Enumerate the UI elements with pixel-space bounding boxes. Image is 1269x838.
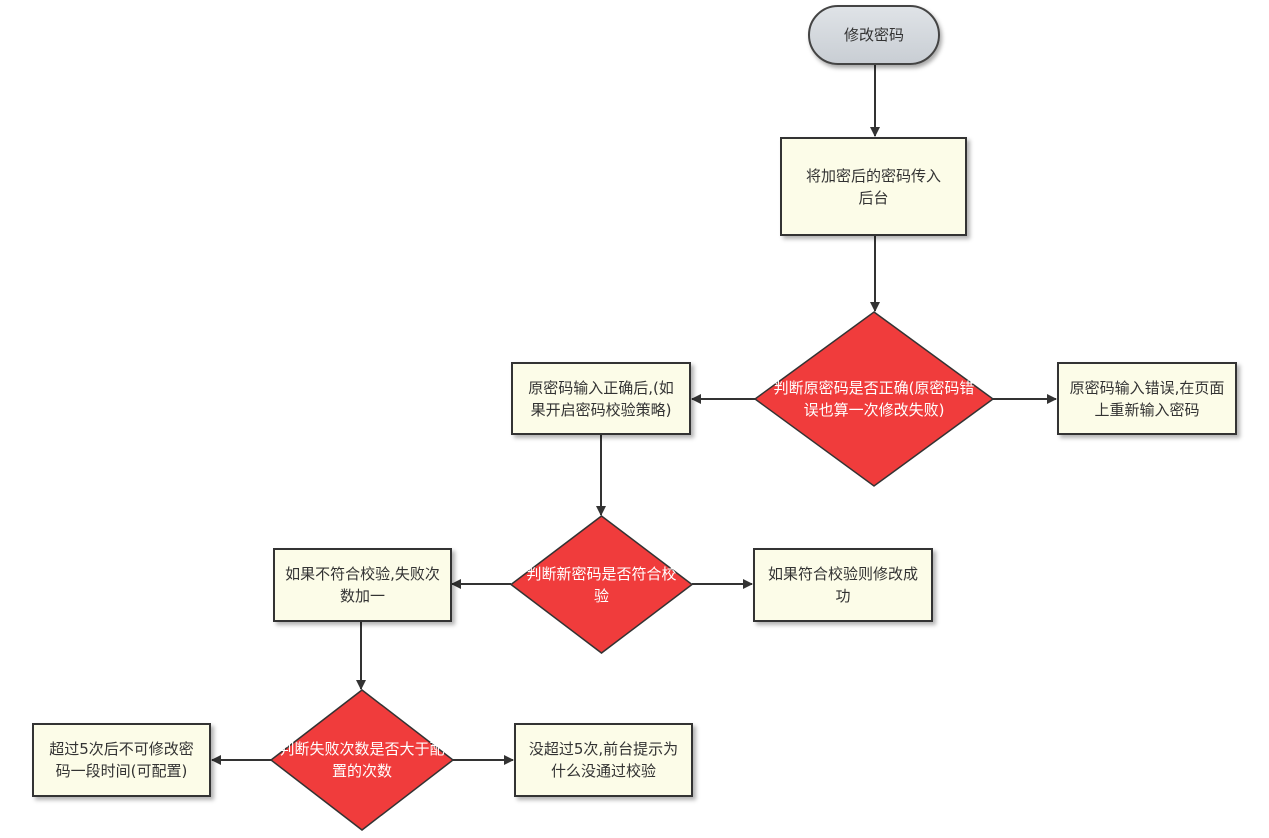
old-password-correct-label: 原密码输入正确后,(如果开启密码校验策略) (528, 378, 674, 419)
check-old-password-diamond: 判断原密码是否正确(原密码错误也算一次修改失败) (753, 311, 995, 487)
check-fail-count-label: 判断失败次数是否大于配置的次数 (279, 740, 445, 780)
not-exceeded-label: 没超过5次,前台提示为什么没通过校验 (528, 740, 679, 780)
check-fail-count-shape (269, 689, 455, 831)
send-to-backend-label: 将加密后的密码传入后台 (805, 166, 941, 207)
check-fail-count-diamond: 判断失败次数是否大于配置的次数 (269, 689, 455, 831)
compliant-box: 如果符合校验则修改成功 (753, 548, 933, 622)
compliant-label: 如果符合校验则修改成功 (767, 565, 918, 605)
start-node: 修改密码 (808, 5, 940, 65)
not-compliant-label: 如果不符合校验,失败次数加一 (285, 565, 440, 605)
check-new-password-label: 判断新密码是否符合校验 (526, 564, 677, 605)
not-compliant-box: 如果不符合校验,失败次数加一 (273, 548, 452, 622)
exceeded-box: 超过5次后不可修改密码一段时间(可配置) (32, 723, 211, 797)
not-exceeded-box: 没超过5次,前台提示为什么没通过校验 (514, 723, 693, 797)
exceeded-label: 超过5次后不可修改密码一段时间(可配置) (49, 740, 194, 780)
check-old-password-label: 判断原密码是否正确(原密码错误也算一次修改失败) (773, 379, 975, 419)
check-old-password-shape (753, 311, 995, 487)
start-node-label: 修改密码 (843, 26, 904, 44)
old-password-wrong-box: 原密码输入错误,在页面上重新输入密码 (1057, 362, 1237, 435)
send-to-backend-box: 将加密后的密码传入后台 (780, 137, 967, 236)
old-password-correct-box: 原密码输入正确后,(如果开启密码校验策略) (511, 362, 691, 435)
check-new-password-shape (509, 515, 694, 654)
old-password-wrong-label: 原密码输入错误,在页面上重新输入密码 (1069, 378, 1225, 419)
check-new-password-diamond: 判断新密码是否符合校验 (509, 515, 694, 654)
